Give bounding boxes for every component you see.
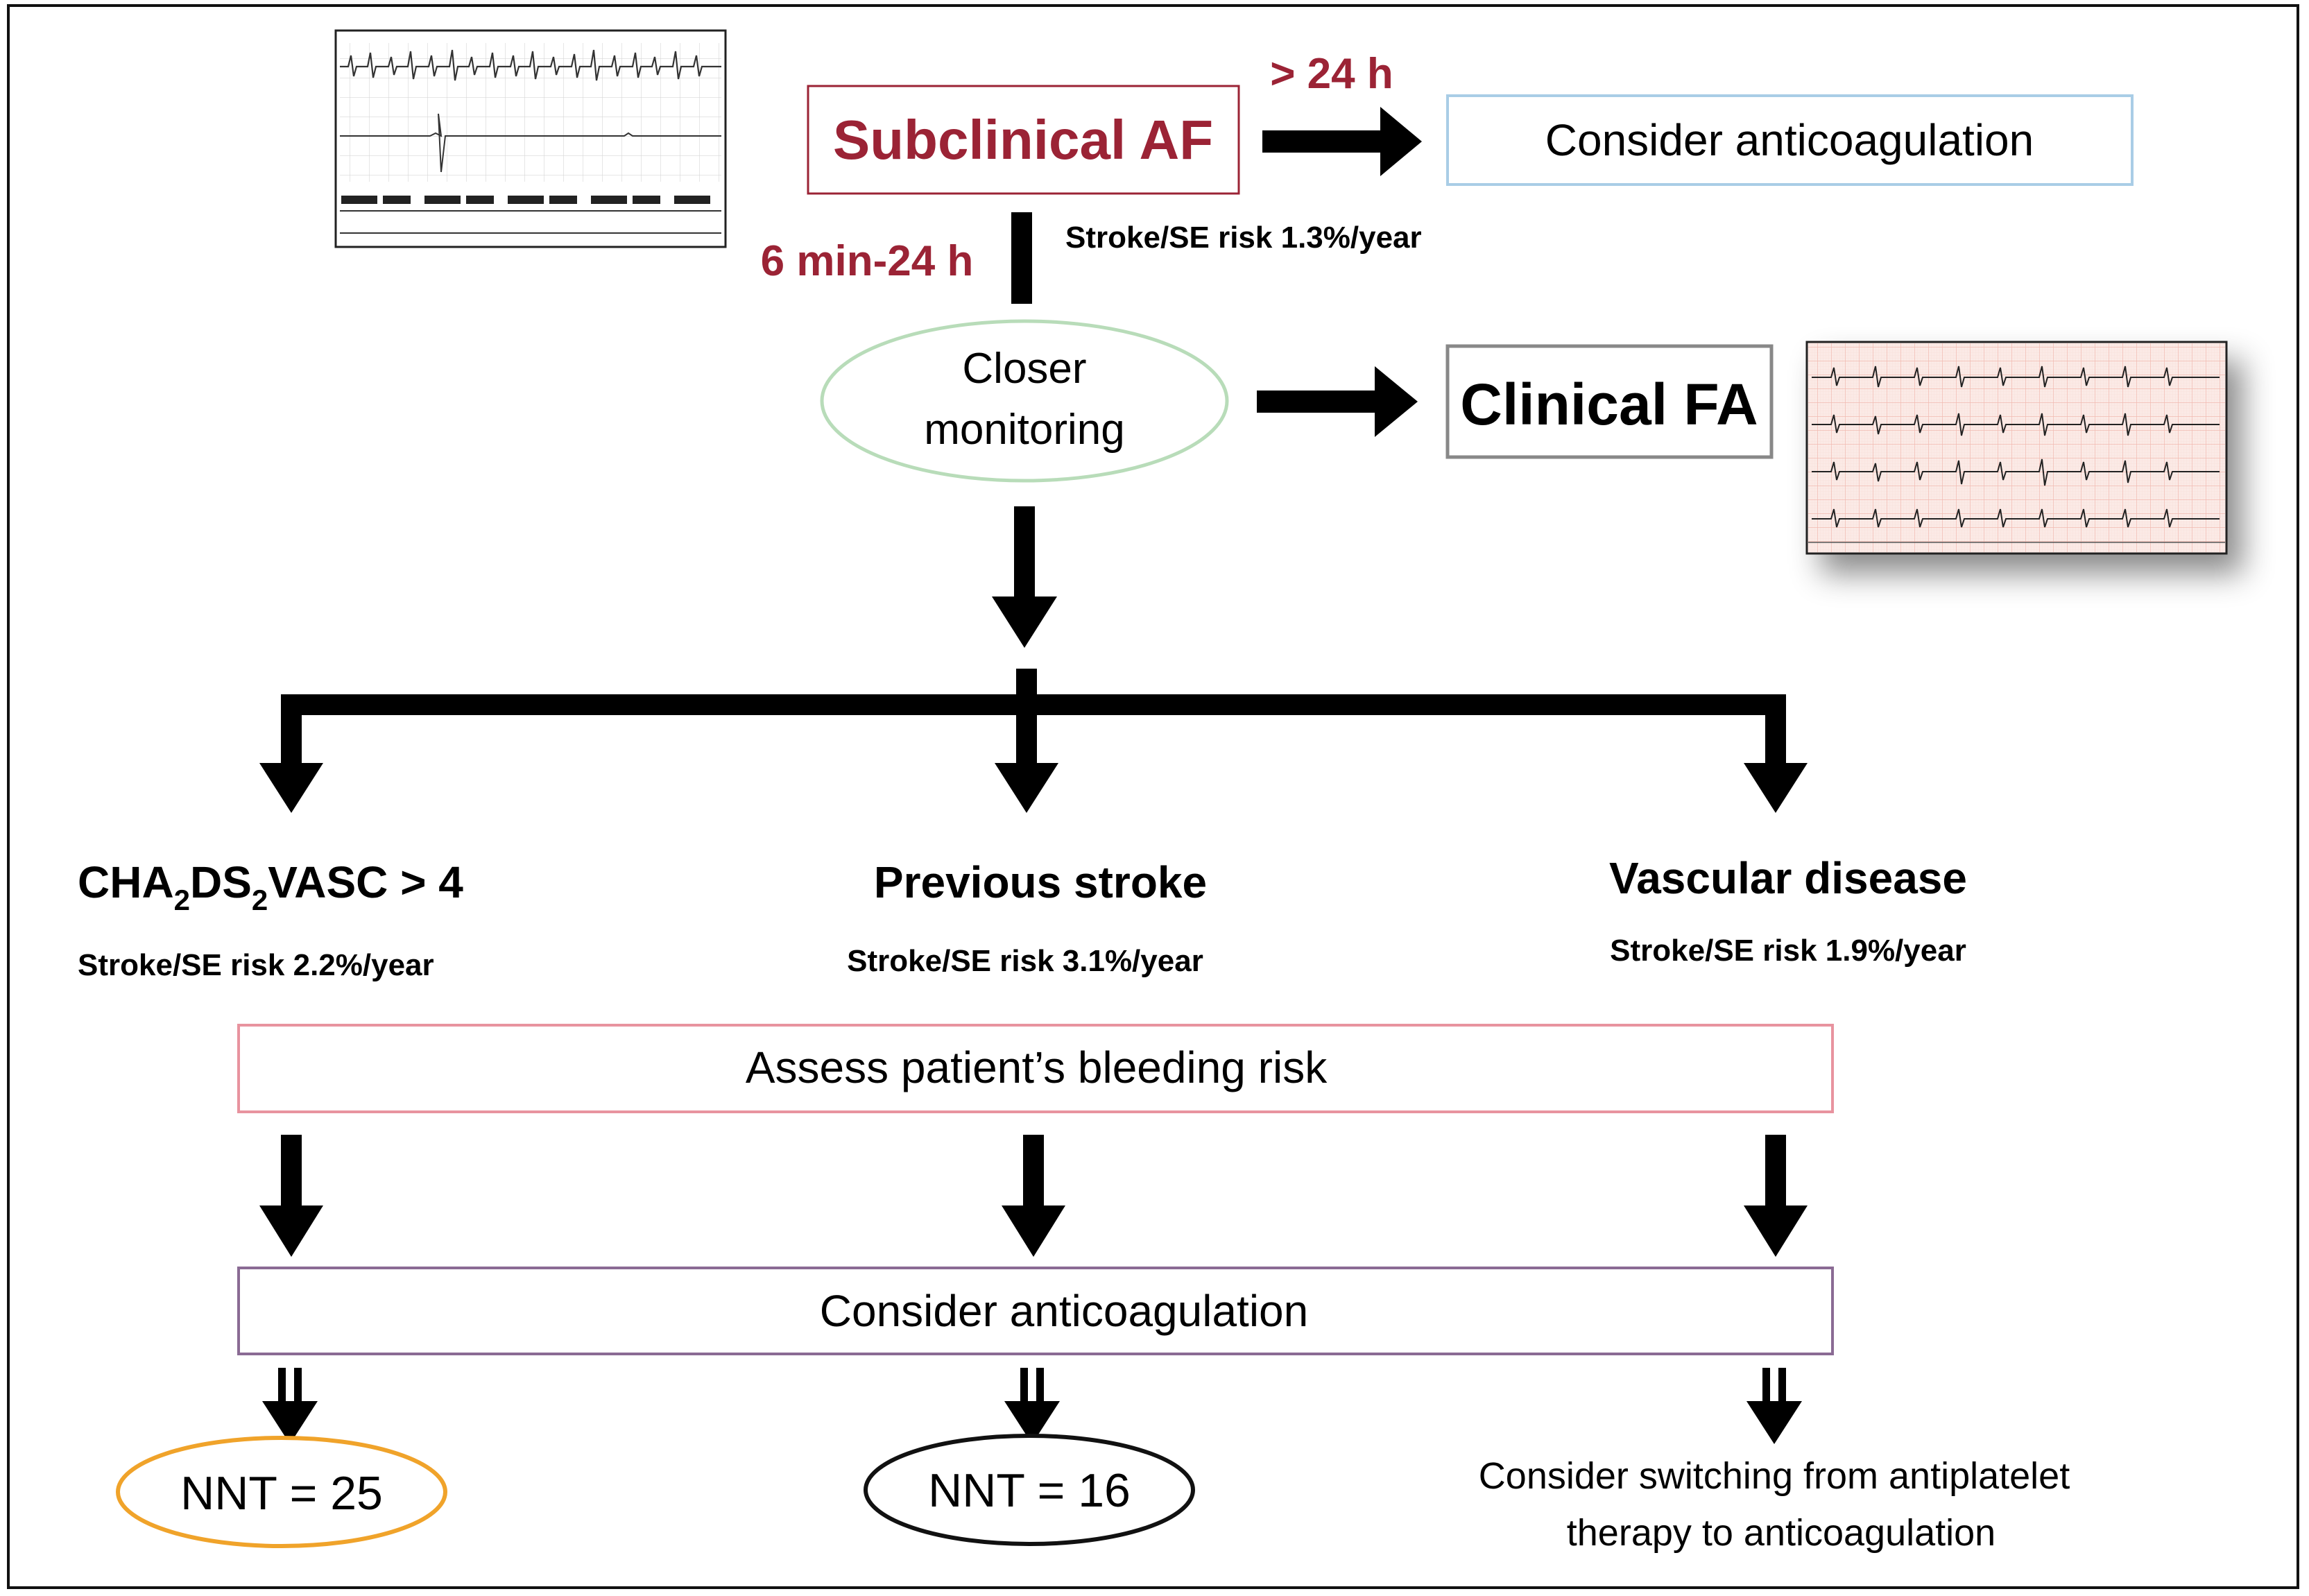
consider-anticoagulation-bottom-label: Consider anticoagulation — [820, 1286, 1308, 1336]
subclinical-af-box — [807, 85, 1240, 195]
closer-monitoring-line2: monitoring — [924, 406, 1124, 454]
branch-connector — [259, 669, 1808, 813]
duration-6min-24h-label: 6 min-24 h — [761, 237, 974, 285]
bleeding-risk-box — [237, 1024, 1834, 1113]
branch-right-title: Vascular disease — [1609, 853, 1967, 903]
branch-right-risk: Stroke/SE risk 1.9%/year — [1610, 934, 1966, 968]
connector-subclinical-to-monitoring — [1011, 212, 1032, 304]
ecg-strip-icon — [334, 29, 727, 248]
switch-therapy-line1: Consider switching from antiplatelet — [1479, 1455, 2070, 1497]
nnt-16-label: NNT = 16 — [928, 1464, 1131, 1517]
nnt-25-ellipse — [116, 1436, 447, 1548]
diagram-frame — [7, 4, 2299, 1589]
stroke-risk-subclinical: Stroke/SE risk 1.3%/year — [1065, 221, 1422, 255]
closer-monitoring-line1: Closer — [962, 345, 1086, 393]
ecg-12-lead-grid — [1808, 343, 2225, 552]
consider-anticoagulation-top-box — [1446, 94, 2134, 186]
closer-monitoring-ellipse — [820, 319, 1229, 483]
consider-anticoagulation-bottom-box — [237, 1267, 1834, 1355]
nnt-25-label: NNT = 25 — [180, 1467, 383, 1520]
arrow-down-monitoring — [992, 506, 1057, 648]
subclinical-af-label: Subclinical AF — [833, 109, 1213, 171]
branch-mid-risk: Stroke/SE risk 3.1%/year — [847, 944, 1203, 978]
nnt-16-ellipse — [864, 1434, 1195, 1546]
arrows-to-anticoagulation — [259, 1135, 1808, 1257]
clinical-fa-box — [1445, 344, 1774, 459]
branch-left-risk: Stroke/SE risk 2.2%/year — [78, 948, 434, 982]
arrow-right-clinical — [1257, 366, 1418, 437]
consider-anticoagulation-top-label: Consider anticoagulation — [1545, 115, 2034, 165]
duration-over-24h-label: > 24 h — [1270, 50, 1393, 98]
clinical-fa-label: Clinical FA — [1460, 372, 1758, 437]
bleeding-risk-label: Assess patient’s bleeding risk — [746, 1042, 1328, 1092]
branch-left-title: CHA2DS2VASC > 4 — [78, 857, 463, 916]
branch-mid-title: Previous stroke — [874, 857, 1207, 907]
double-arrows — [262, 1368, 1802, 1444]
arrow-right-top — [1262, 107, 1422, 176]
switch-therapy-line2: therapy to anticoagulation — [1567, 1512, 1995, 1554]
